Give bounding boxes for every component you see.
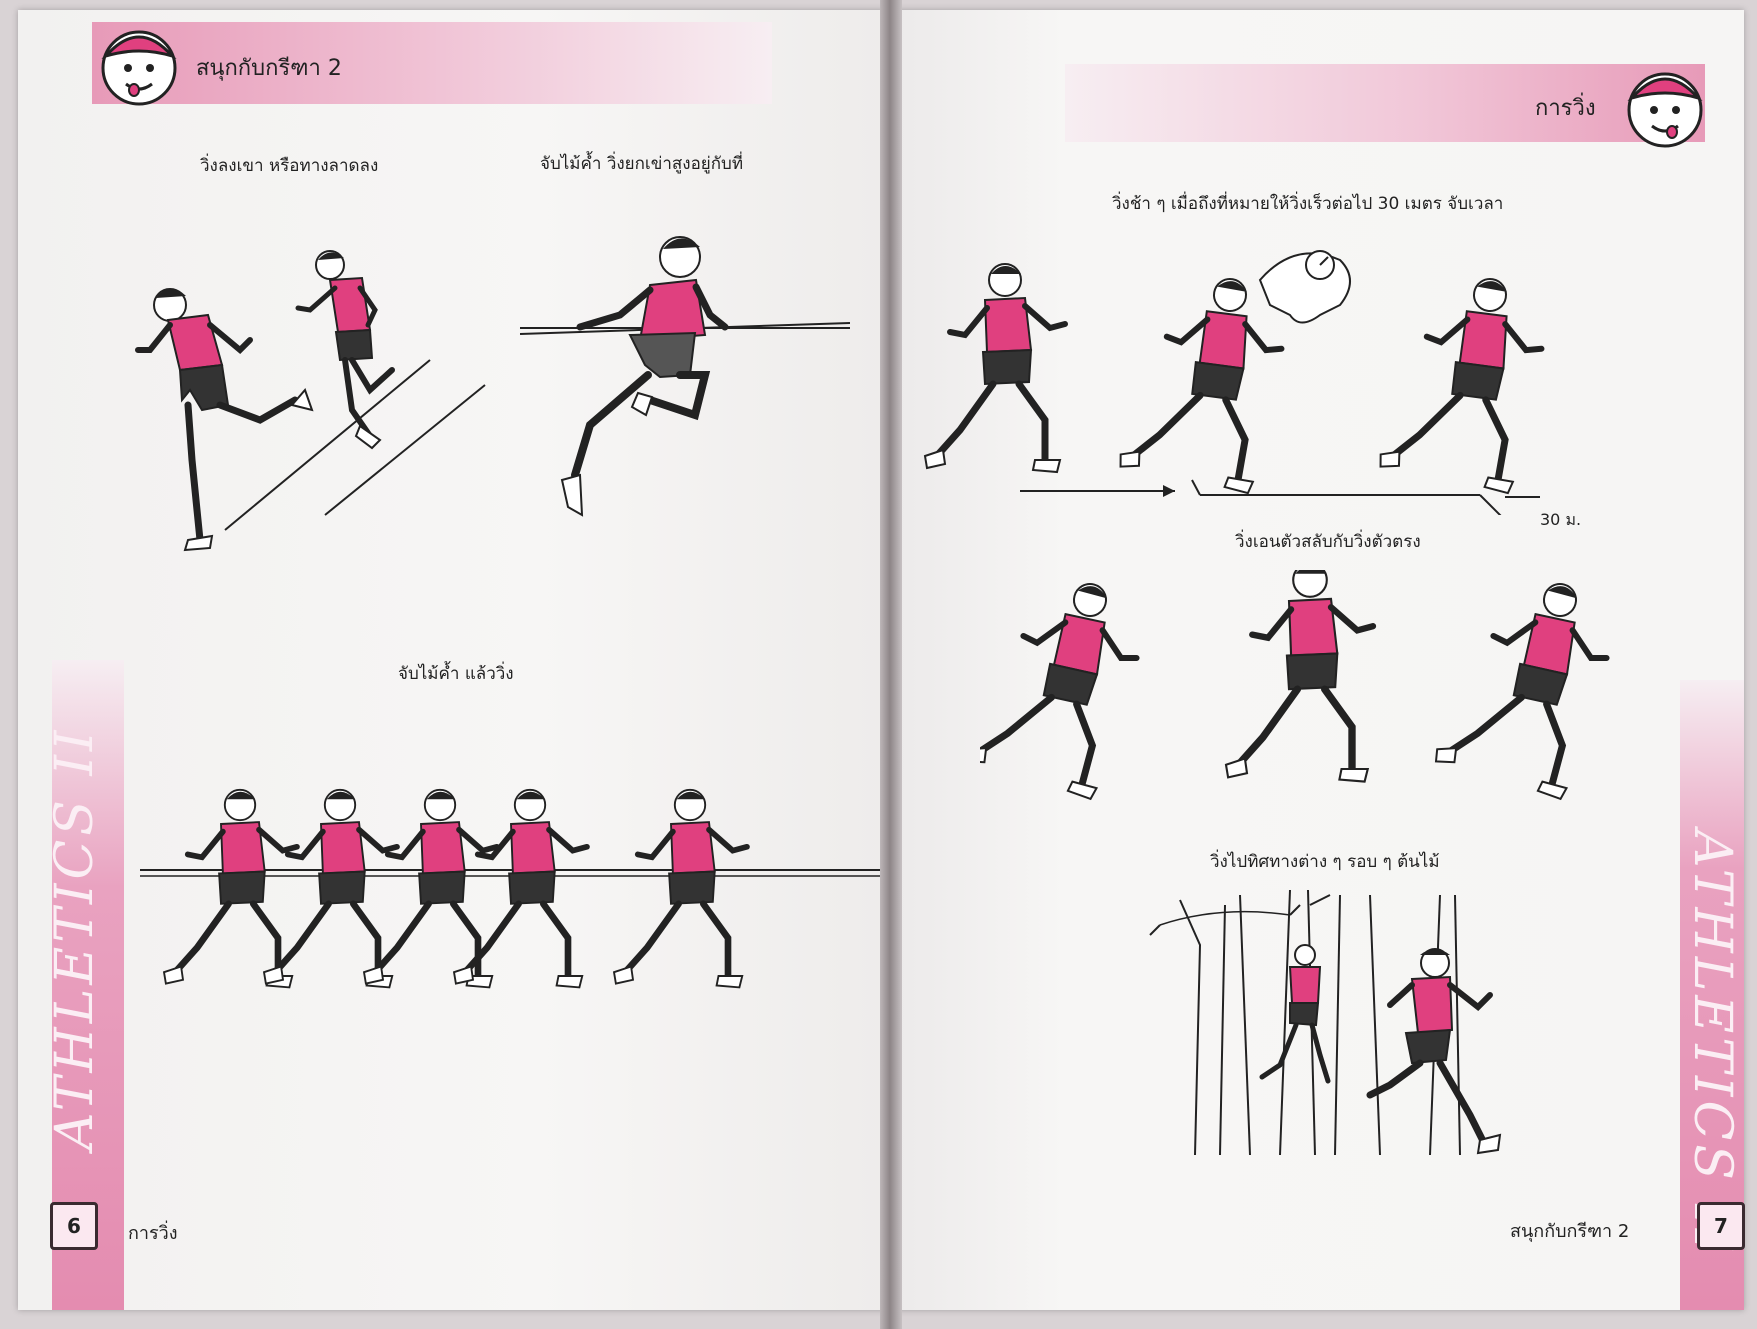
mascot-face-icon [1627, 72, 1703, 148]
right-page-number: 7 [1697, 1202, 1745, 1250]
book-gutter [880, 0, 902, 1329]
runner-figure [162, 788, 300, 989]
runner-figure [980, 583, 1140, 801]
left-page-number: 6 [50, 1202, 98, 1250]
runner-figure [452, 788, 590, 989]
left-footer: การวิ่ง [128, 1223, 178, 1244]
runner-figure [1366, 948, 1502, 1155]
left-side-band [52, 660, 124, 1310]
runner-figure [1434, 583, 1610, 801]
left-header-bar [92, 22, 772, 104]
caption-downhill: วิ่งลงเขา หรือทางลาดลง [200, 156, 379, 176]
stopwatch-icon [1258, 250, 1351, 324]
runner-figure [612, 788, 750, 989]
caption-timed: วิ่งช้า ๆ เมื่อถึงที่หมายให้วิ่งเร็วต่อไ… [1112, 194, 1504, 214]
right-footer: สนุกกับกรีฑา 2 [1510, 1221, 1630, 1242]
right-header-title: การวิ่ง [1535, 96, 1596, 121]
runner-figure [362, 788, 500, 989]
pole-group-run-illustration [140, 788, 880, 989]
runner-figure [262, 788, 400, 989]
mascot-face-icon [101, 30, 177, 106]
pole-knee-lift-illustration [520, 236, 850, 517]
runner-figure [295, 250, 395, 450]
caption-lean: วิ่งเอนตัวสลับกับวิ่งตัวตรง [1235, 532, 1421, 552]
right-side-title: ATHLETICS II [1682, 830, 1742, 1254]
runner-figure [923, 263, 1068, 474]
runner-figure [1379, 278, 1545, 495]
left-page [18, 10, 886, 1310]
tree-run-illustration [1149, 889, 1502, 1156]
runner-figure [135, 288, 314, 552]
downhill-runners-illustration [135, 250, 486, 552]
caption-trees: วิ่งไปทิศทางต่าง ๆ รอบ ๆ ต้นไม้ [1210, 852, 1440, 872]
left-header-title: สนุกกับกรีฑา 2 [196, 56, 342, 81]
caption-pole-knee: จับไม้ค้ำ วิ่งยกเข่าสูงอยู่กับที่ [540, 154, 744, 174]
runner-figure [560, 236, 729, 517]
lean-run-illustration [980, 570, 1610, 801]
distance-label: 30 ม. [1540, 510, 1582, 529]
left-side-title: ATHLETICS II [45, 726, 105, 1150]
runner-figure [1259, 944, 1331, 1084]
right-header-bar [1065, 64, 1705, 142]
runner-figure [1224, 570, 1377, 783]
timed-run-illustration [923, 250, 1545, 515]
caption-pole-run: จับไม้ค้ำ แล้ววิ่ง [398, 664, 514, 684]
runner-figure [1119, 278, 1285, 495]
